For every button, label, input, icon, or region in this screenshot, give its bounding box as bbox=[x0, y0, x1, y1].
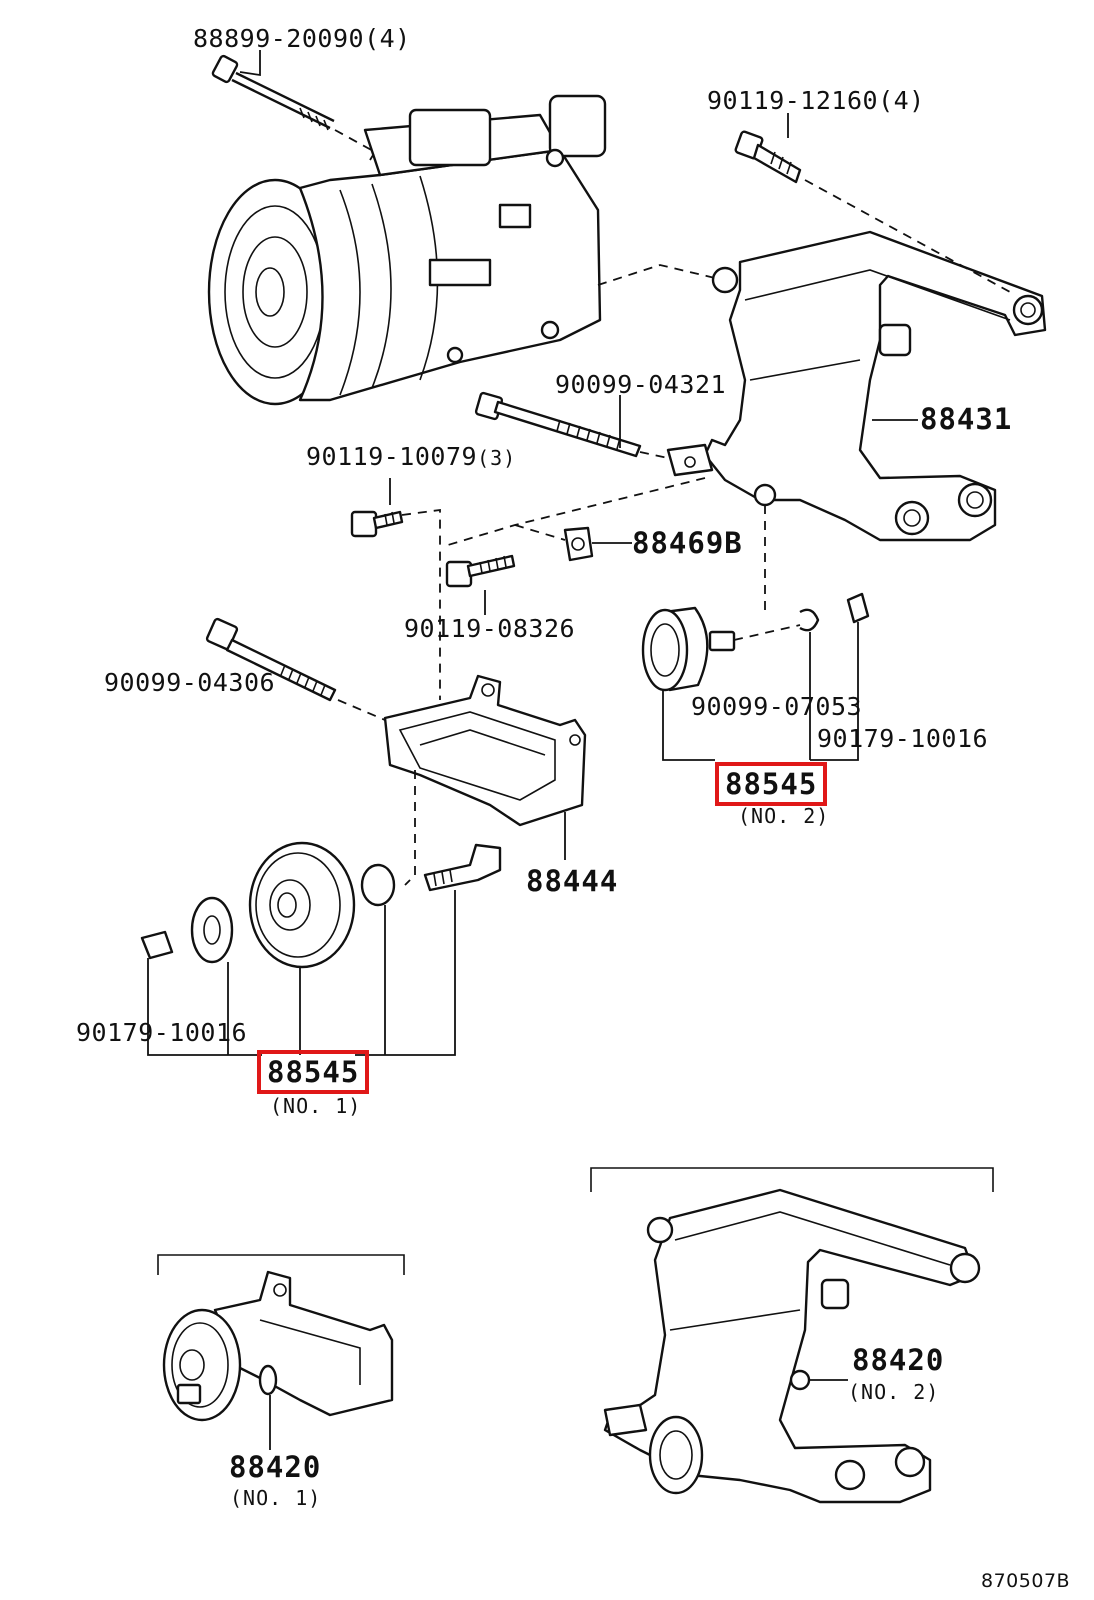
bracket-88431 bbox=[666, 230, 1047, 542]
bolt-90119-10079 bbox=[350, 510, 404, 538]
label-88420-no2[interactable]: 88420 bbox=[852, 1343, 945, 1377]
compressor bbox=[207, 94, 607, 406]
label-90119-10079-qty: (3) bbox=[477, 446, 517, 470]
label-88545-no1-sub: (NO. 1) bbox=[270, 1094, 362, 1118]
assembly-88420-no2 bbox=[603, 1188, 981, 1504]
label-90119-10079-part: 90119-10079 bbox=[306, 442, 478, 471]
label-90119-10079[interactable]: 90119-10079(3) bbox=[306, 442, 516, 471]
label-90179-10016-left[interactable]: 90179-10016 bbox=[76, 1018, 248, 1047]
nut-88469b bbox=[563, 526, 594, 562]
label-88420-no2-sub: (NO. 2) bbox=[848, 1380, 940, 1404]
bolt-90119-08326 bbox=[445, 554, 516, 588]
label-88420-no1-sub: (NO. 1) bbox=[230, 1486, 322, 1510]
label-90099-04321[interactable]: 90099-04321 bbox=[555, 370, 727, 399]
idler-pulley-no2 bbox=[641, 592, 870, 692]
drawing-code: 870507B bbox=[981, 1570, 1071, 1592]
label-88899-20090[interactable]: 88899-20090(4) bbox=[193, 24, 411, 53]
label-88444[interactable]: 88444 bbox=[526, 864, 619, 898]
label-90099-07053[interactable]: 90099-07053 bbox=[691, 692, 863, 721]
label-88420-no1[interactable]: 88420 bbox=[229, 1450, 322, 1484]
assembly-88420-no1 bbox=[162, 1270, 394, 1422]
bracket-88444 bbox=[383, 674, 587, 827]
label-88545-no2-highlighted[interactable]: 88545 bbox=[715, 762, 828, 806]
label-88431[interactable]: 88431 bbox=[920, 402, 1013, 436]
idler-pulley-no1 bbox=[140, 841, 502, 969]
bolt-90119-12160 bbox=[734, 130, 802, 184]
bolt-88899-20090 bbox=[211, 54, 335, 131]
label-90099-04306[interactable]: 90099-04306 bbox=[104, 668, 276, 697]
label-90119-08326[interactable]: 90119-08326 bbox=[404, 614, 576, 643]
label-90179-10016-right[interactable]: 90179-10016 bbox=[817, 724, 989, 753]
label-90119-12160[interactable]: 90119-12160(4) bbox=[707, 86, 925, 115]
label-88469b[interactable]: 88469B bbox=[632, 526, 743, 560]
label-88545-no1-highlighted[interactable]: 88545 bbox=[257, 1050, 370, 1094]
bolt-90099-04321 bbox=[474, 391, 642, 458]
bolt-90099-04306 bbox=[205, 617, 337, 702]
label-88545-no2-sub: (NO. 2) bbox=[738, 804, 830, 828]
